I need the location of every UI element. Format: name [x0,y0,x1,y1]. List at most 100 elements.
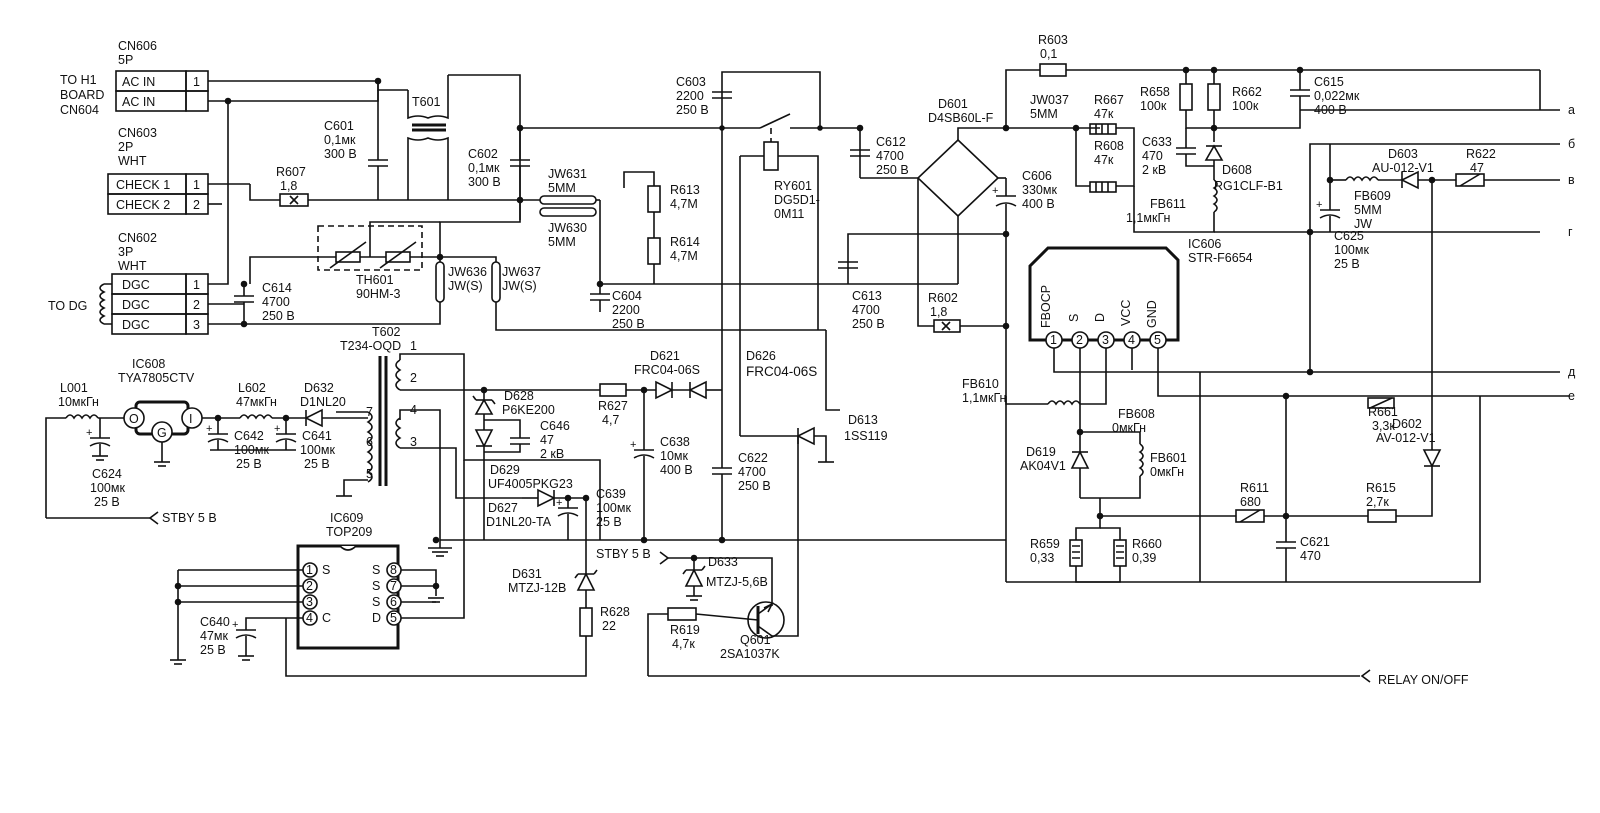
c642-val: 100мк [234,443,269,457]
ic606-num-3: 3 [1102,333,1109,347]
ry601-val: DG5D1- [774,193,820,207]
r607-val: 1,8 [280,179,297,193]
ic609-l-s: S [322,563,330,577]
l001-val: 10мкГн [58,395,99,409]
c614-rating: 250 B [262,309,295,323]
t602-pin-6: 6 [366,435,373,449]
c624-val: 100мк [90,481,125,495]
d627-ref: D627 [488,501,518,515]
cn603-num-1: 1 [193,178,200,192]
ic609-l-c: C [322,611,331,625]
cn606-num-1: 1 [193,75,200,89]
c602-ref: C602 [468,147,498,161]
jw636-val: JW(S) [448,279,483,293]
d608-ref: D608 [1222,163,1252,177]
l001-ref: L001 [60,381,88,395]
jw637-ref: JW637 [502,265,541,279]
r622-ref: R622 [1466,147,1496,161]
secondary-d603: + C625 100мк 25 B FB609 5MM JW D603 AU-0… [1309,143,1560,517]
relay-driver: STBY 5 B D633 MTZJ-5,6B R619 4,7к Q601 2… [596,547,1469,687]
d629-val: UF4005PKG23 [488,477,573,491]
ic609-top209: IC609 TOP209 1 2 3 4 8 7 6 5 S C S S S D… [170,460,587,677]
cn602-row-2: DGC [122,298,150,312]
r659-ref: R659 [1030,537,1060,551]
out-g: г [1568,225,1573,239]
c615-ref: C615 [1314,75,1344,89]
c633-val: 470 [1142,149,1163,163]
d632-val: D1NL20 [300,395,346,409]
d628-val: P6KE200 [502,403,555,417]
r659-val: 0,33 [1030,551,1054,565]
ic609-r-d: D [372,611,381,625]
th601-val: 90HM-3 [356,287,401,301]
cn606-dest-2: BOARD [60,88,104,102]
ic606-num-5: 5 [1154,333,1161,347]
c641-rating: 25 B [304,457,330,471]
ic609-rnum-5: 5 [390,611,397,625]
junction-dots [174,66,1436,606]
ic609-rnum-6: 6 [390,595,397,609]
cn602-dest: TO DG [48,299,87,313]
d631-ref: D631 [512,567,542,581]
q601-val: 2SA1037K [720,647,780,661]
ic606-pin-gnd: GND [1145,300,1159,328]
output-labels: а б в г д е [1300,70,1576,403]
jw637-val: JW(S) [502,279,537,293]
r615-ref: R615 [1366,481,1396,495]
c601-ref: C601 [324,119,354,133]
d603-ref: D603 [1388,147,1418,161]
r619-ref: R619 [670,623,700,637]
ic608-regulator: L001 10мкГн IC608 TYA7805CTV + C624 100м… [45,357,368,525]
svg-text:+: + [992,185,998,197]
svg-text:+: + [86,427,92,439]
r658-val: 100к [1140,99,1167,113]
svg-text:+: + [232,619,238,631]
t601-ref: T601 [412,95,441,109]
c641-ref: C641 [302,429,332,443]
c612-ref: C612 [876,135,906,149]
jw037-ref: JW037 [1030,93,1069,107]
cn606-row-2: AC IN [122,95,155,109]
jw037-val: 5MM [1030,107,1058,121]
ic608-pin-o: O [129,412,139,426]
r608-val: 47к [1094,153,1114,167]
c621-ref: C621 [1300,535,1330,549]
c613-rating: 250 B [852,317,885,331]
ic606-pin-fbocp: FBOCP [1039,285,1053,328]
connector-cn606: CN606 5P TO H1 BOARD CN604 AC IN 1 AC IN [60,39,209,117]
t602-pin-2: 2 [410,371,417,385]
c625-val: 100мк [1334,243,1369,257]
ic606-val: STR-F6654 [1188,251,1253,265]
cn606-title: CN606 [118,39,157,53]
d627-val: D1NL20-TA [486,515,552,529]
ic606-pin-s: S [1067,314,1081,322]
ic609-rnum-7: 7 [390,579,397,593]
cn602-num-1: 1 [193,278,200,292]
d632-ref: D632 [304,381,334,395]
ic608-pin-i: I [189,412,192,426]
svg-text:+: + [630,439,636,451]
ic609-ref: IC609 [330,511,363,525]
c622-ref: C622 [738,451,768,465]
cn602-title: CN602 [118,231,157,245]
jw631-val: 5MM [548,181,576,195]
cn606-pins: 5P [118,53,133,67]
r662-val: 100к [1232,99,1259,113]
r608-ref: R608 [1094,139,1124,153]
cn602-row-3: DGC [122,318,150,332]
c639-ref: C639 [596,487,626,501]
r602-val: 1,8 [930,305,947,319]
t602-val: T234-OQD [340,339,401,353]
c612-val: 4700 [876,149,904,163]
ic609-lnum-2: 2 [306,579,313,593]
cn603-title: CN603 [118,126,157,140]
d626-val: FRC04-06S [746,364,817,379]
d629-ref: D629 [490,463,520,477]
t601-choke: T601 [407,74,521,200]
ic609-lnum-1: 1 [306,563,313,577]
r603-val: 0,1 [1040,47,1057,61]
ry601-ref: RY601 [774,179,812,193]
r662-ref: R662 [1232,85,1262,99]
cn603-color: WHT [118,154,147,168]
c612-rating: 250 B [876,163,909,177]
